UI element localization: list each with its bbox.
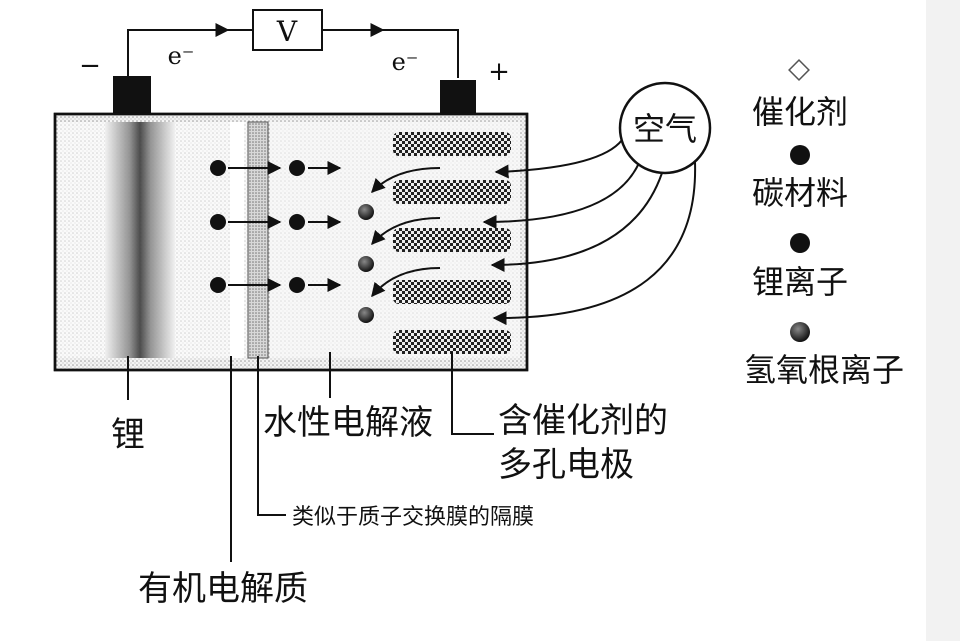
hydroxide-arrow <box>371 167 441 194</box>
air-flow-arrow <box>490 172 663 272</box>
porous-electrode <box>393 132 511 354</box>
leader-separator <box>257 356 286 516</box>
electrode-strip <box>393 132 511 156</box>
hydroxide-arrow <box>371 217 441 246</box>
label-organic-electrolyte: 有机电解质 <box>138 569 308 609</box>
electrode-strip <box>393 330 511 354</box>
negative-terminal <box>113 76 151 116</box>
legend-lithium-ion: 锂离子 <box>752 263 848 301</box>
hydroxide-legend-icon <box>790 322 810 342</box>
carbon-legend-icon <box>790 145 810 165</box>
component-labels: 锂 水性电解液 含催化剂的 多孔电极 类似于质子交换膜的隔膜 有机电解质 <box>111 401 668 609</box>
voltmeter-box <box>252 9 323 51</box>
organic-electrolyte-gap <box>230 122 244 358</box>
positive-terminal <box>440 80 476 116</box>
air-flow-arrow <box>494 139 623 179</box>
label-electrode-line2: 多孔电极 <box>498 445 634 485</box>
lithium-ion <box>289 214 305 230</box>
air-label: 空气 <box>633 110 697 148</box>
external-circuit: V e⁻ e⁻ − + <box>79 9 510 87</box>
electron-label-left: e⁻ <box>168 42 195 70</box>
hydroxide-arrow <box>371 267 441 298</box>
hydroxide-ion <box>358 256 374 272</box>
lithium-anode <box>105 122 175 358</box>
lithium-ion <box>210 214 226 230</box>
label-aqueous-electrolyte: 水性电解液 <box>263 403 433 443</box>
legend-carbon: 碳材料 <box>752 174 848 212</box>
air-supply: 空气 <box>482 81 712 326</box>
separator-membrane <box>247 121 269 359</box>
legend-hydroxide-ion: 氢氧根离子 <box>744 351 904 389</box>
label-electrode-line1: 含催化剂的 <box>498 401 668 441</box>
lithium-ion <box>210 160 226 176</box>
lithium-ion-flow <box>210 160 342 293</box>
lithium-ion <box>210 277 226 293</box>
electrode-strip <box>393 228 511 252</box>
electrode-strip <box>393 280 511 304</box>
label-lithium: 锂 <box>111 415 145 455</box>
voltmeter-label: V <box>276 15 298 48</box>
negative-terminal-sign: − <box>79 51 101 81</box>
air-flow-arrow <box>482 164 639 229</box>
catalyst-legend-icon <box>788 59 810 81</box>
positive-terminal-sign: + <box>488 57 510 87</box>
leader-lines <box>127 352 494 562</box>
lithium-ion-legend-icon <box>790 233 810 253</box>
electron-label-right: e⁻ <box>392 48 419 76</box>
air-flow-arrow <box>492 161 697 326</box>
label-separator: 类似于质子交换膜的隔膜 <box>292 505 534 530</box>
hydroxide-ion <box>358 307 374 323</box>
electrode-strip <box>393 180 511 204</box>
legend-catalyst: 催化剂 <box>752 93 848 131</box>
page-edge <box>926 0 960 641</box>
legend: 催化剂 碳材料 锂离子 氢氧根离子 <box>744 59 904 389</box>
hydroxide-ion <box>358 204 374 220</box>
air-circle <box>618 81 712 175</box>
lithium-ion <box>289 160 305 176</box>
leader-electrode <box>451 352 494 435</box>
lithium-ion <box>289 277 305 293</box>
hydroxide-ion-flow <box>358 167 441 323</box>
